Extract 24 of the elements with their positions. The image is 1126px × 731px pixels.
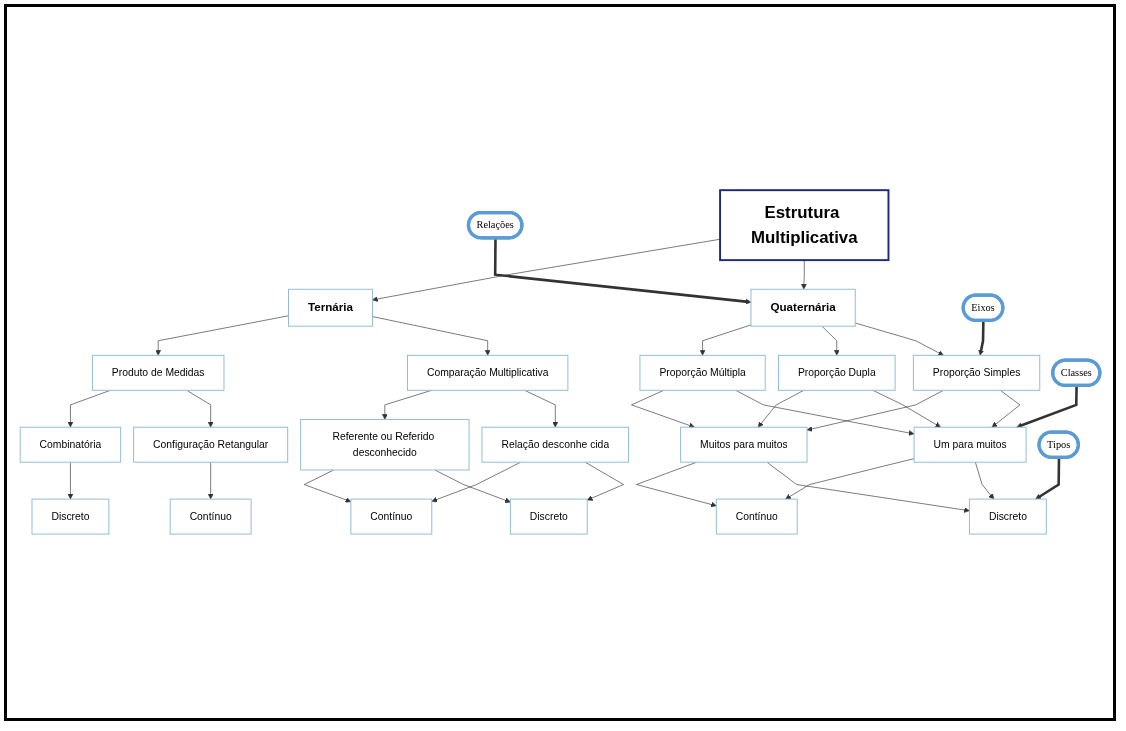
- node-box: Ternária: [288, 289, 373, 328]
- node-box: Muitos para muitos: [680, 427, 808, 464]
- arrow: [1035, 458, 1061, 500]
- node-box: Proporção Simples: [912, 355, 1041, 392]
- node-box: Contínuo: [169, 499, 252, 535]
- node-box: Comparação Multiplicativa: [407, 355, 569, 392]
- node-box: Referente ou Referido desconhecido: [300, 419, 470, 471]
- arrow: [1016, 386, 1078, 429]
- node-box: Discreto: [968, 499, 1047, 535]
- node-box: Relação desconhe cida: [481, 427, 630, 464]
- node-box: Proporção Dupla: [777, 355, 896, 392]
- node-box: Proporção Múltipla: [639, 355, 766, 392]
- node-box: Produto de Medidas: [91, 355, 225, 392]
- node-box: Configuração Retangular: [133, 427, 289, 464]
- node-box: Quaternária: [750, 289, 856, 328]
- node-box: Contínuo: [350, 499, 433, 535]
- node-box: Estrutura Multiplicativa: [719, 189, 890, 262]
- node-box: Combinatória: [19, 427, 122, 464]
- node-box: Discreto: [31, 499, 110, 535]
- arrow: [493, 238, 752, 305]
- node-box: Contínuo: [715, 499, 798, 535]
- arrow: [978, 321, 985, 356]
- node-box: Um para muitos: [913, 427, 1027, 464]
- node-box: Discreto: [509, 499, 588, 535]
